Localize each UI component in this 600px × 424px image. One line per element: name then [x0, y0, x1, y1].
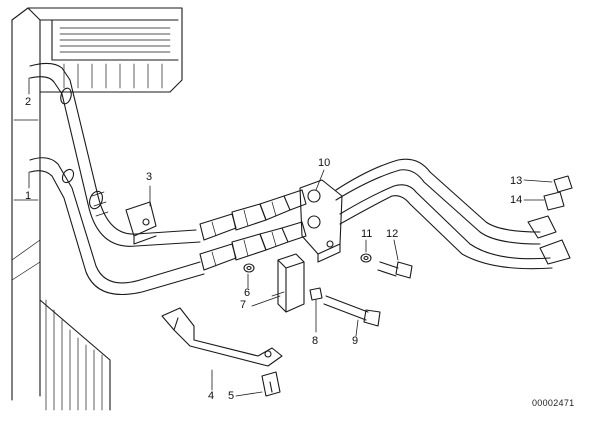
callout-8: 8	[312, 335, 319, 347]
callout-11: 11	[361, 228, 373, 240]
bolts	[323, 261, 413, 327]
callout-4: 4	[208, 390, 215, 402]
callout-12: 12	[386, 228, 399, 240]
callout-2: 2	[25, 96, 32, 108]
lower-oil-pipe	[29, 157, 205, 296]
leader-lines	[28, 77, 553, 397]
upper-hose-fittings	[199, 189, 307, 241]
connector-block	[299, 179, 343, 263]
callout-14: 14	[510, 194, 523, 206]
radiator-body	[11, 7, 183, 411]
callout-9: 9	[352, 335, 359, 347]
right-pipes	[335, 158, 571, 270]
callout-10: 10	[318, 157, 331, 169]
washers-and-nuts	[243, 175, 573, 301]
callout-13: 13	[510, 175, 523, 187]
callout-5: 5	[228, 390, 235, 402]
callout-3: 3	[146, 171, 153, 183]
upper-oil-pipe	[29, 62, 201, 247]
document-number: 00002471	[532, 398, 575, 408]
callout-6: 6	[244, 287, 251, 299]
screw	[261, 371, 281, 397]
lower-hose-fittings	[199, 221, 307, 271]
mounting-bracket	[161, 307, 283, 367]
callout-7: 7	[240, 299, 247, 311]
pipe-clamp	[125, 201, 157, 245]
rubber-mount	[271, 253, 305, 313]
callout-1: 1	[25, 190, 32, 202]
